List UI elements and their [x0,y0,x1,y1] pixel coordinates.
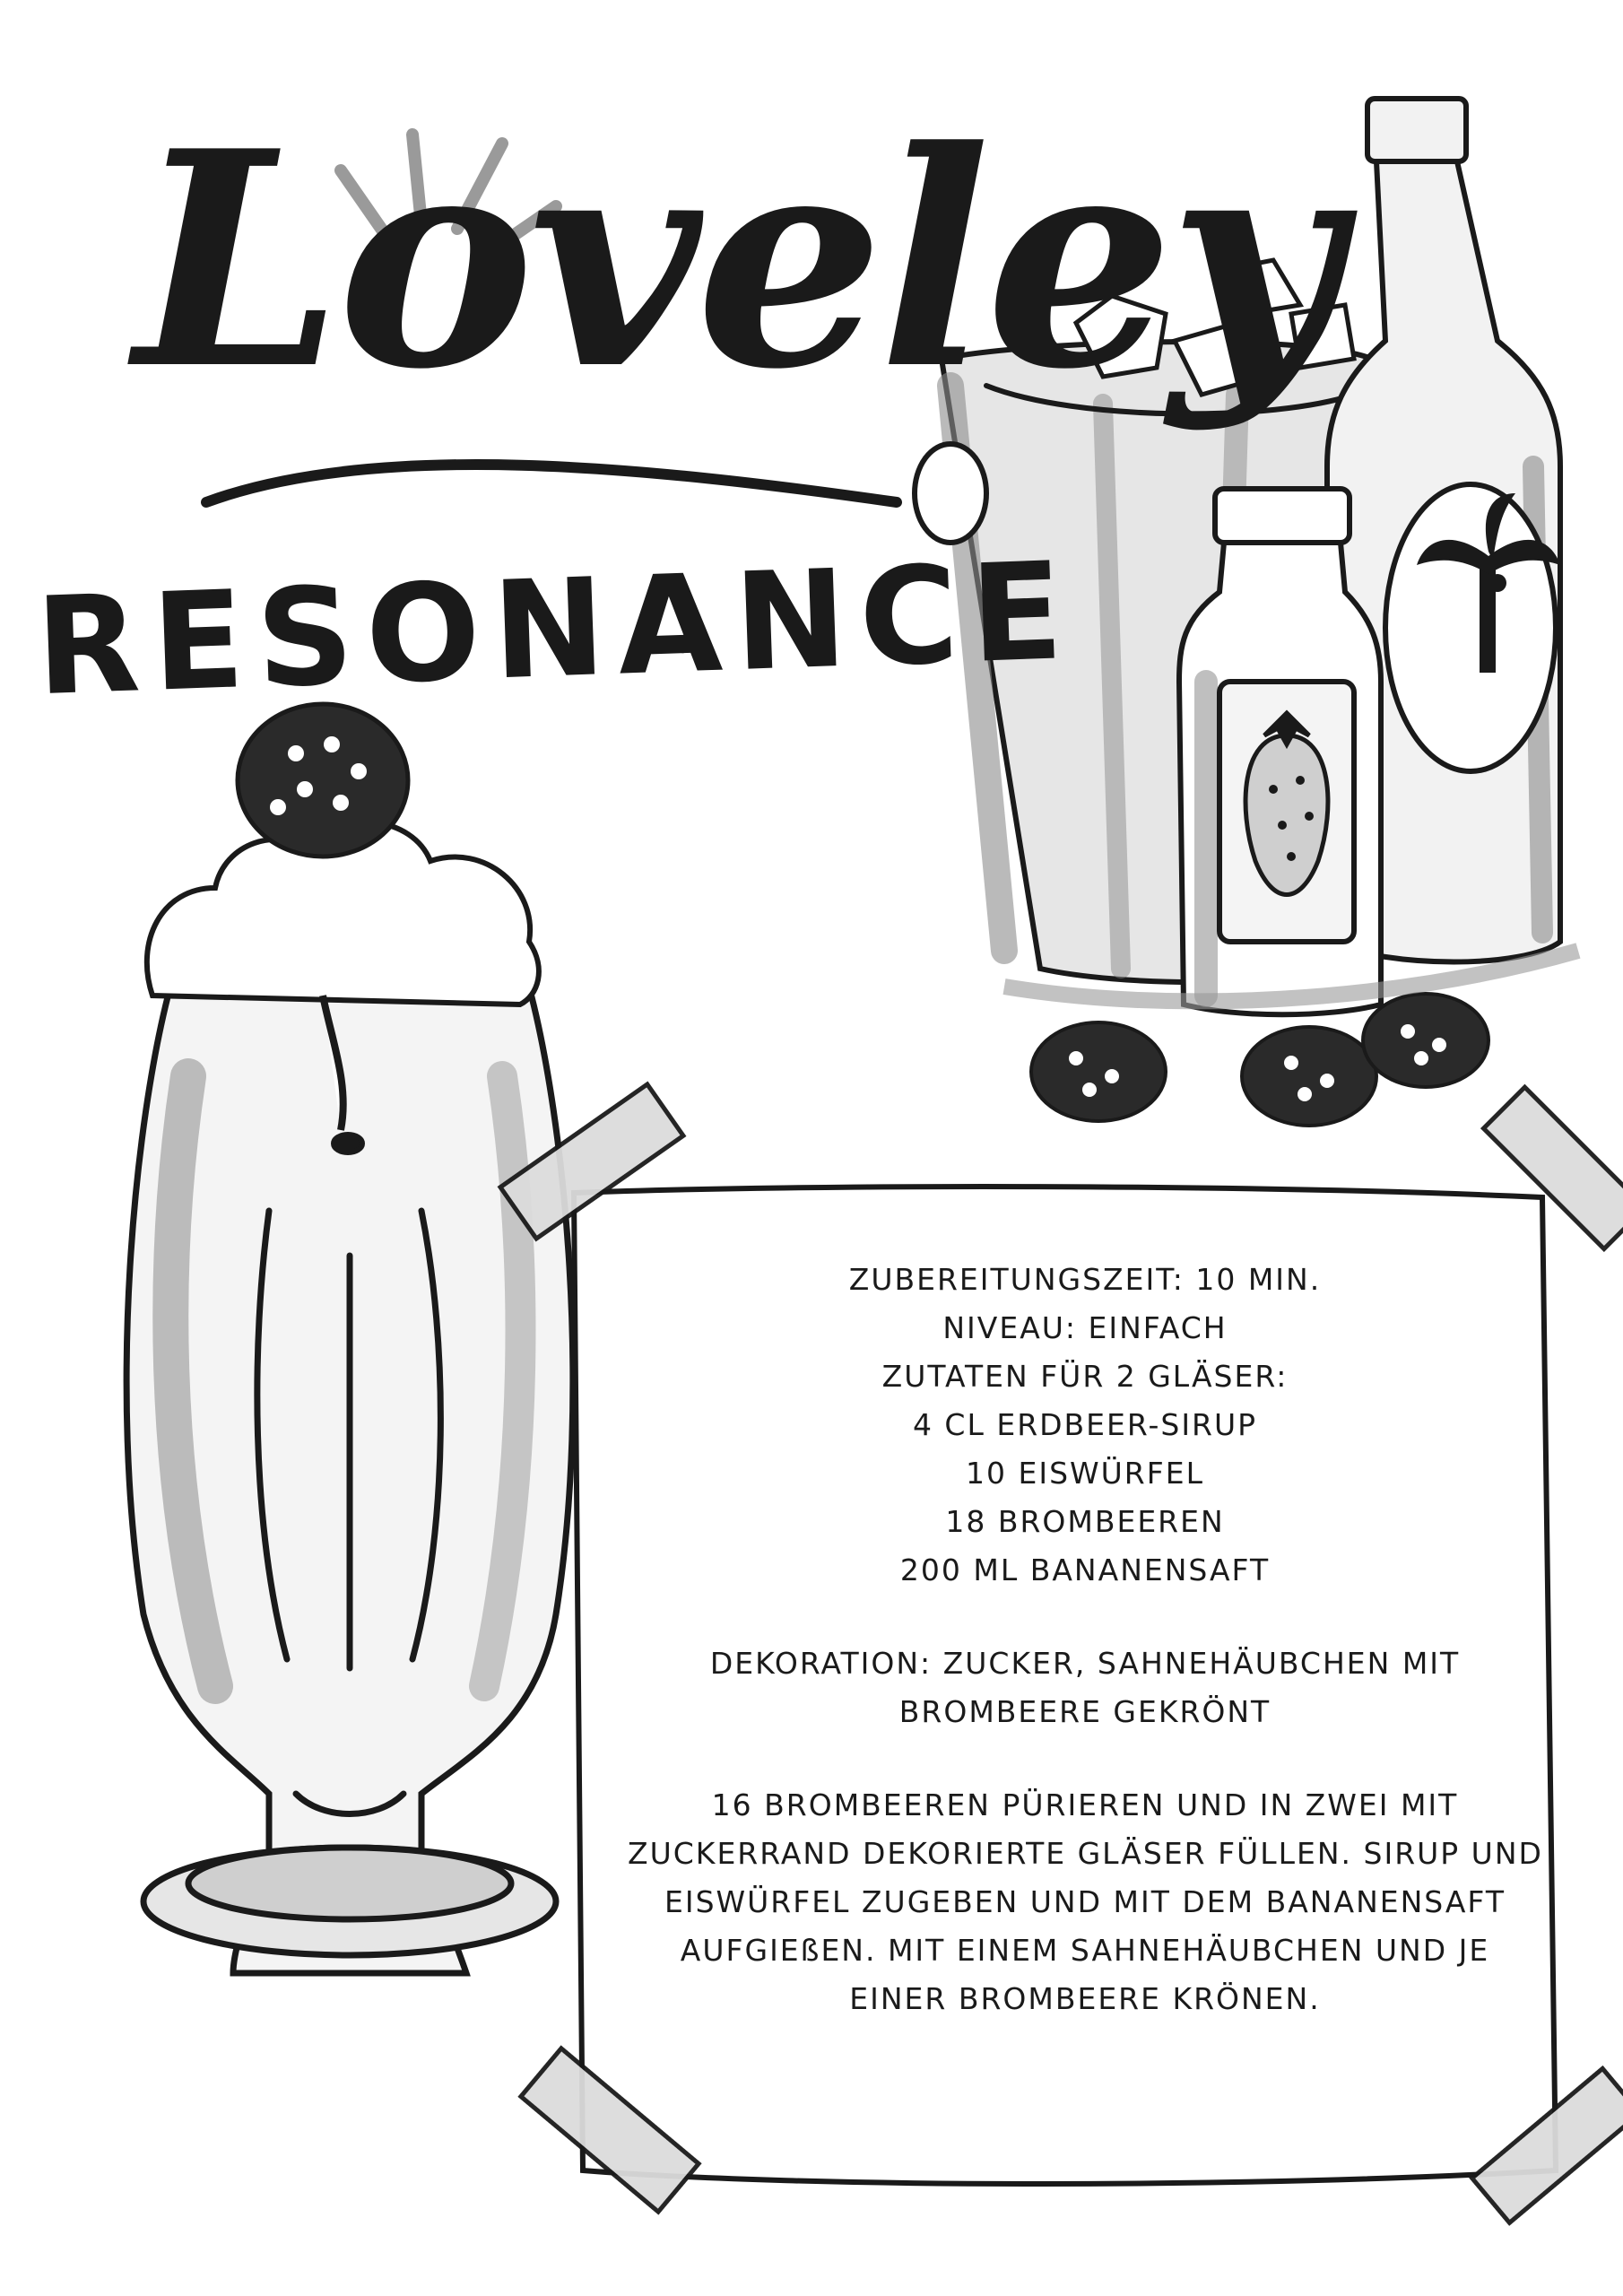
instruction-line: ZUCKERRAND DEKORIERTE GLÄSER FÜLLEN. SIR… [628,1836,1543,1871]
palm-tree-label-icon [1417,493,1560,673]
prep-time: ZUBEREITUNGSZEIT: 10 MIN. [848,1262,1322,1297]
blackberries-group [1029,992,1490,1127]
recipe-text: ZUBEREITUNGSZEIT: 10 MIN. NIVEAU: EINFAC… [628,1256,1542,2023]
title-swoosh [201,459,902,508]
decoration-line: DEKORATION: ZUCKER, SAHNEHÄUBCHEN MIT [709,1646,1461,1681]
level: NIVEAU: EINFACH [942,1310,1228,1345]
blackberry-garnish [235,701,411,859]
ingredients-heading: ZUTATEN FÜR 2 GLÄSER: [881,1359,1289,1394]
ingredient-item: 4 CL ERDBEER-SIRUP [912,1407,1258,1442]
instruction-line: 16 BROMBEEREN PÜRIEREN UND IN ZWEI MIT [711,1787,1459,1822]
decoration-line: BROMBEERE GEKRÖNT [898,1694,1271,1729]
ice-cubes [1072,257,1357,397]
ingredient-item: 10 EISWÜRFEL [966,1456,1204,1491]
hurricane-glass [123,983,577,1977]
instruction-line: EINER BROMBEERE KRÖNEN. [849,1981,1321,2016]
ingredient-item: 200 ML BANANENSAFT [899,1552,1271,1587]
title-block: RESONANCE [33,533,1078,726]
tape-strips [497,1081,1623,2226]
floor-shadow [1002,943,1581,1010]
instruction-line: AUFGIEßEN. MIT EINEM SAHNEHÄUBCHEN UND J… [680,1933,1490,1968]
ingredient-item: 18 BROMBEEREN [945,1504,1225,1539]
instruction-line: EISWÜRFEL ZUGEBEN UND MIT DEM BANANENSAF… [664,1884,1506,1919]
strawberry-label-icon [1243,709,1331,897]
title-script: Loveley [135,86,1341,434]
title-sparkle-rays [334,128,562,262]
